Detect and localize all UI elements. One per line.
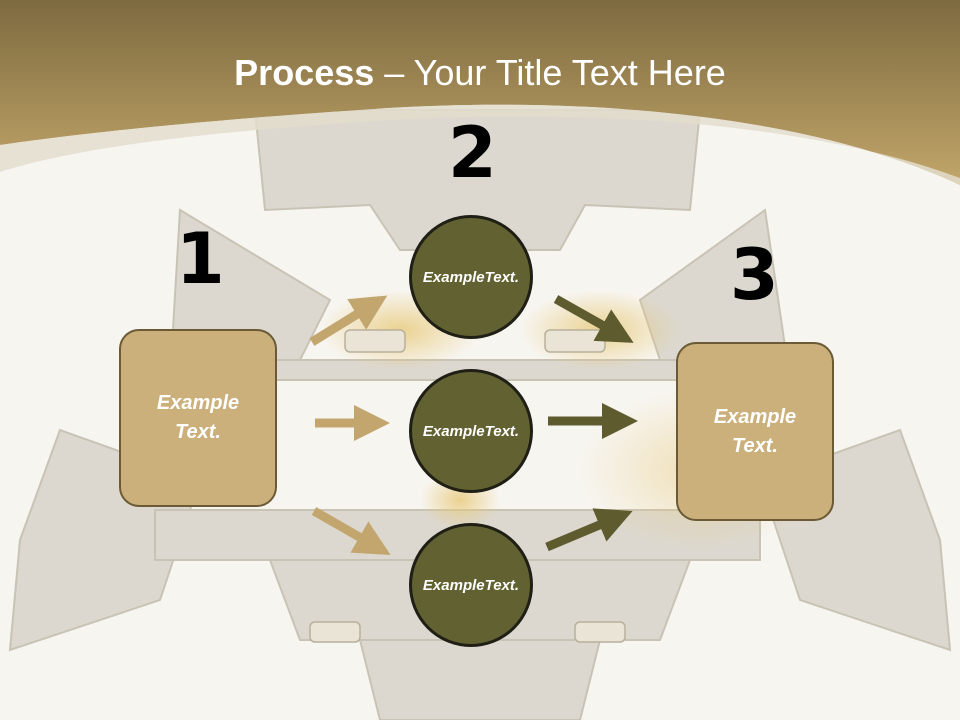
step-number-1: 1 [176,218,225,300]
title-rest: – Your Title Text Here [374,52,726,93]
arrow-left-to-top [309,295,388,346]
left-box-line2: Text. [175,421,221,443]
title-bold: Process [234,52,375,93]
circle-middle-line2: Text. [484,422,520,440]
arrow-top-to-right [553,295,634,343]
right-box-line1: Example [713,405,797,428]
step-number-2: 2 [448,112,497,194]
circle-top[interactable]: ExampleText. [409,215,533,339]
page-title: Process – Your Title Text Here [0,52,960,94]
arrow-left-to-bottom [311,507,391,555]
step-number-3: 3 [730,234,779,316]
circle-bottom[interactable]: ExampleText. [409,523,533,647]
arrow-bottom-to-right [545,508,633,552]
circle-bottom-line1: Example [422,576,485,594]
circle-top-line2: Text. [484,268,520,286]
circle-top-line1: Example [422,268,485,286]
circle-middle[interactable]: ExampleText. [409,369,533,493]
left-box-line1: Example [156,392,240,414]
right-box-line2: Text. [732,434,778,457]
circle-middle-line1: Example [422,422,485,440]
circle-bottom-line2: Text. [484,576,520,594]
